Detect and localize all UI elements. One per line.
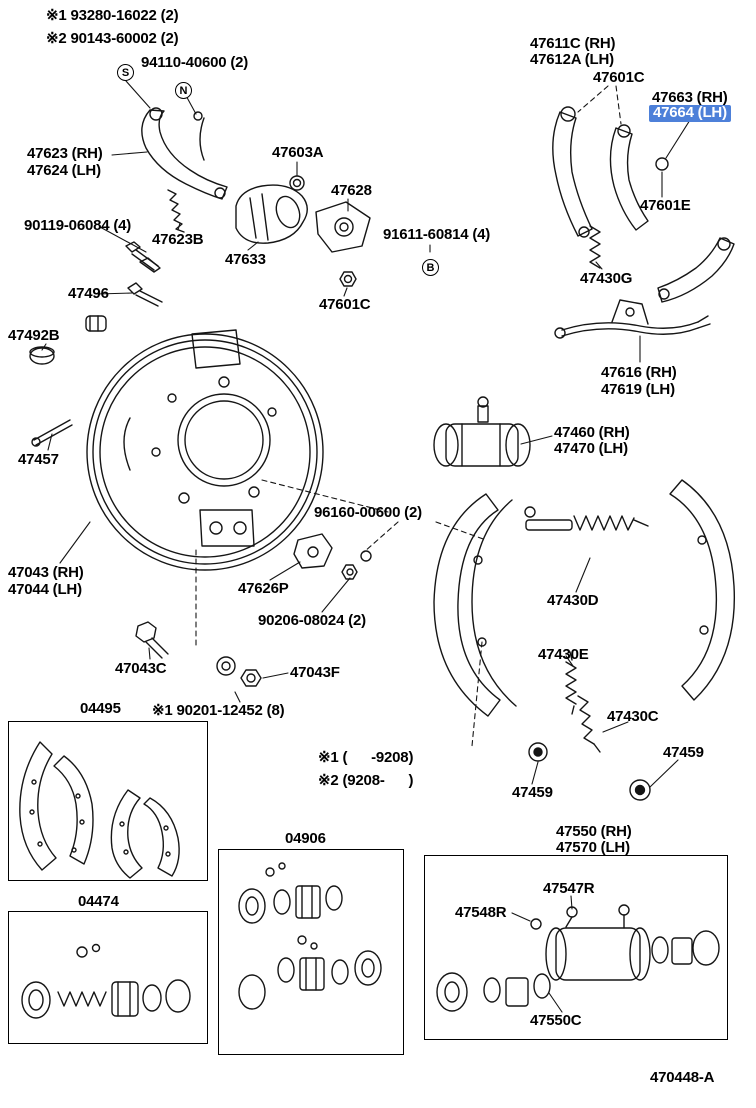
part-label-47459-right[interactable]: 47459 xyxy=(663,744,704,761)
part-label-47550c[interactable]: 47550C xyxy=(530,1012,582,1029)
bolt-47043c xyxy=(135,621,169,659)
part-label-47612a[interactable]: 47612A (LH) xyxy=(530,51,614,68)
part-label-47430d[interactable]: 47430D xyxy=(547,592,599,609)
adjuster-47430d xyxy=(524,506,649,531)
marker-s-icon: S xyxy=(117,64,134,81)
part-label-47496[interactable]: 47496 xyxy=(68,285,109,302)
part-label-47633[interactable]: 47633 xyxy=(225,251,266,268)
part-label-47623b[interactable]: 47623B xyxy=(152,231,204,248)
part-label-47570[interactable]: 47570 (LH) xyxy=(556,839,630,856)
part-label-94110[interactable]: 94110-40600 (2) xyxy=(141,54,249,71)
lever-47611c xyxy=(552,106,593,238)
lever-lower-right xyxy=(657,237,735,303)
legend-range-1: ※1 ( -9208) xyxy=(318,749,414,766)
bolt-47496 xyxy=(127,282,163,307)
marker-b-icon: B xyxy=(422,259,439,276)
part-label-96160[interactable]: 96160-00600 (2) xyxy=(314,504,422,521)
plug-47492b xyxy=(29,315,107,365)
kit-04495-shoes xyxy=(19,741,180,879)
part-label-47459-left[interactable]: 47459 xyxy=(512,784,553,801)
parking-brake-lever xyxy=(141,107,228,200)
part-label-47663[interactable]: 47663 (RH) xyxy=(652,89,728,106)
part-label-04906[interactable]: 04906 xyxy=(285,830,326,847)
part-label-47492b[interactable]: 47492B xyxy=(8,327,60,344)
part-label-47430g[interactable]: 47430G xyxy=(580,270,633,287)
part-label-47623[interactable]: 47623 (RH) xyxy=(27,145,103,162)
part-label-47616[interactable]: 47616 (RH) xyxy=(601,364,677,381)
kit-04474-parts xyxy=(21,943,191,1019)
part-label-47043f[interactable]: 47043F xyxy=(290,664,340,681)
part-label-04474[interactable]: 04474 xyxy=(78,893,119,910)
dashed-lines xyxy=(195,85,622,747)
washer-nut-47043f xyxy=(216,656,262,687)
part-label-47603a[interactable]: 47603A xyxy=(272,144,324,161)
part-label-47611c[interactable]: 47611C (RH) xyxy=(530,35,616,52)
part-label-91611[interactable]: 91611-60814 (4) xyxy=(383,226,491,243)
bolts-90119 xyxy=(125,241,161,273)
part-label-47664-highlighted[interactable]: 47664 (LH) xyxy=(649,104,731,122)
part-label-90206[interactable]: 90206-08024 (2) xyxy=(258,612,366,629)
kit-box-04495 xyxy=(8,721,208,881)
legend-note-1: ※1 93280-16022 (2) xyxy=(46,7,179,24)
cup-47459-right xyxy=(629,779,651,801)
nuts-90206 xyxy=(341,550,372,580)
part-label-47043[interactable]: 47043 (RH) xyxy=(8,564,84,581)
diagram-code: 470448-A xyxy=(650,1069,715,1086)
kit-47550-parts xyxy=(436,904,720,1012)
pin-47457 xyxy=(31,419,73,447)
part-label-47430e[interactable]: 47430E xyxy=(538,646,589,663)
spring-47623b xyxy=(167,189,185,233)
part-label-47550[interactable]: 47550 (RH) xyxy=(556,823,632,840)
part-label-47457[interactable]: 47457 xyxy=(18,451,59,468)
part-label-47430c[interactable]: 47430C xyxy=(607,708,659,725)
nut-47601c-left xyxy=(339,271,357,287)
kit-box-04474 xyxy=(8,911,208,1044)
part-label-47043c[interactable]: 47043C xyxy=(115,660,167,677)
legend-note-2: ※2 90143-60002 (2) xyxy=(46,30,179,47)
part-label-47044[interactable]: 47044 (LH) xyxy=(8,581,82,598)
part-label-47548r[interactable]: 47548R xyxy=(455,904,507,921)
part-label-47626p[interactable]: 47626P xyxy=(238,580,289,597)
backing-plate xyxy=(86,329,324,571)
part-label-47619[interactable]: 47619 (LH) xyxy=(601,381,675,398)
legend-range-2: ※2 (9208- ) xyxy=(318,772,414,789)
leader-lines xyxy=(41,80,691,1013)
part-label-90119[interactable]: 90119-06084 (4) xyxy=(24,217,132,234)
ring-47603a xyxy=(289,175,305,191)
marker-n-icon: N xyxy=(175,82,192,99)
part-label-47628[interactable]: 47628 xyxy=(331,182,372,199)
part-label-47460[interactable]: 47460 (RH) xyxy=(554,424,630,441)
spring-47430e xyxy=(565,651,577,715)
wheel-cylinder-47460 xyxy=(433,396,531,467)
part-label-47624[interactable]: 47624 (LH) xyxy=(27,162,101,179)
spring-47430c xyxy=(577,695,601,753)
boot-47633 xyxy=(235,184,308,244)
part-label-47547r[interactable]: 47547R xyxy=(543,880,595,897)
part-label-90201[interactable]: ※1 90201-12452 (8) xyxy=(152,702,285,719)
part-label-47470[interactable]: 47470 (LH) xyxy=(554,440,628,457)
rod-47616 xyxy=(554,299,711,339)
lever-47663 xyxy=(609,124,669,231)
kit-04906-parts xyxy=(238,862,382,1010)
part-label-47601e[interactable]: 47601E xyxy=(640,197,691,214)
cup-47459-left xyxy=(528,742,548,762)
spring-47430g xyxy=(589,225,601,269)
kit-box-47550 xyxy=(424,855,728,1040)
brake-shoe-right xyxy=(669,479,736,701)
bracket-47628 xyxy=(315,201,371,253)
part-label-04495[interactable]: 04495 xyxy=(80,700,121,717)
part-label-47601c-left[interactable]: 47601C xyxy=(319,296,371,313)
bracket-47626p xyxy=(293,533,333,569)
brake-shoe-left xyxy=(433,493,517,717)
part-label-47601c-right[interactable]: 47601C xyxy=(593,69,645,86)
kit-box-04906 xyxy=(218,849,404,1055)
